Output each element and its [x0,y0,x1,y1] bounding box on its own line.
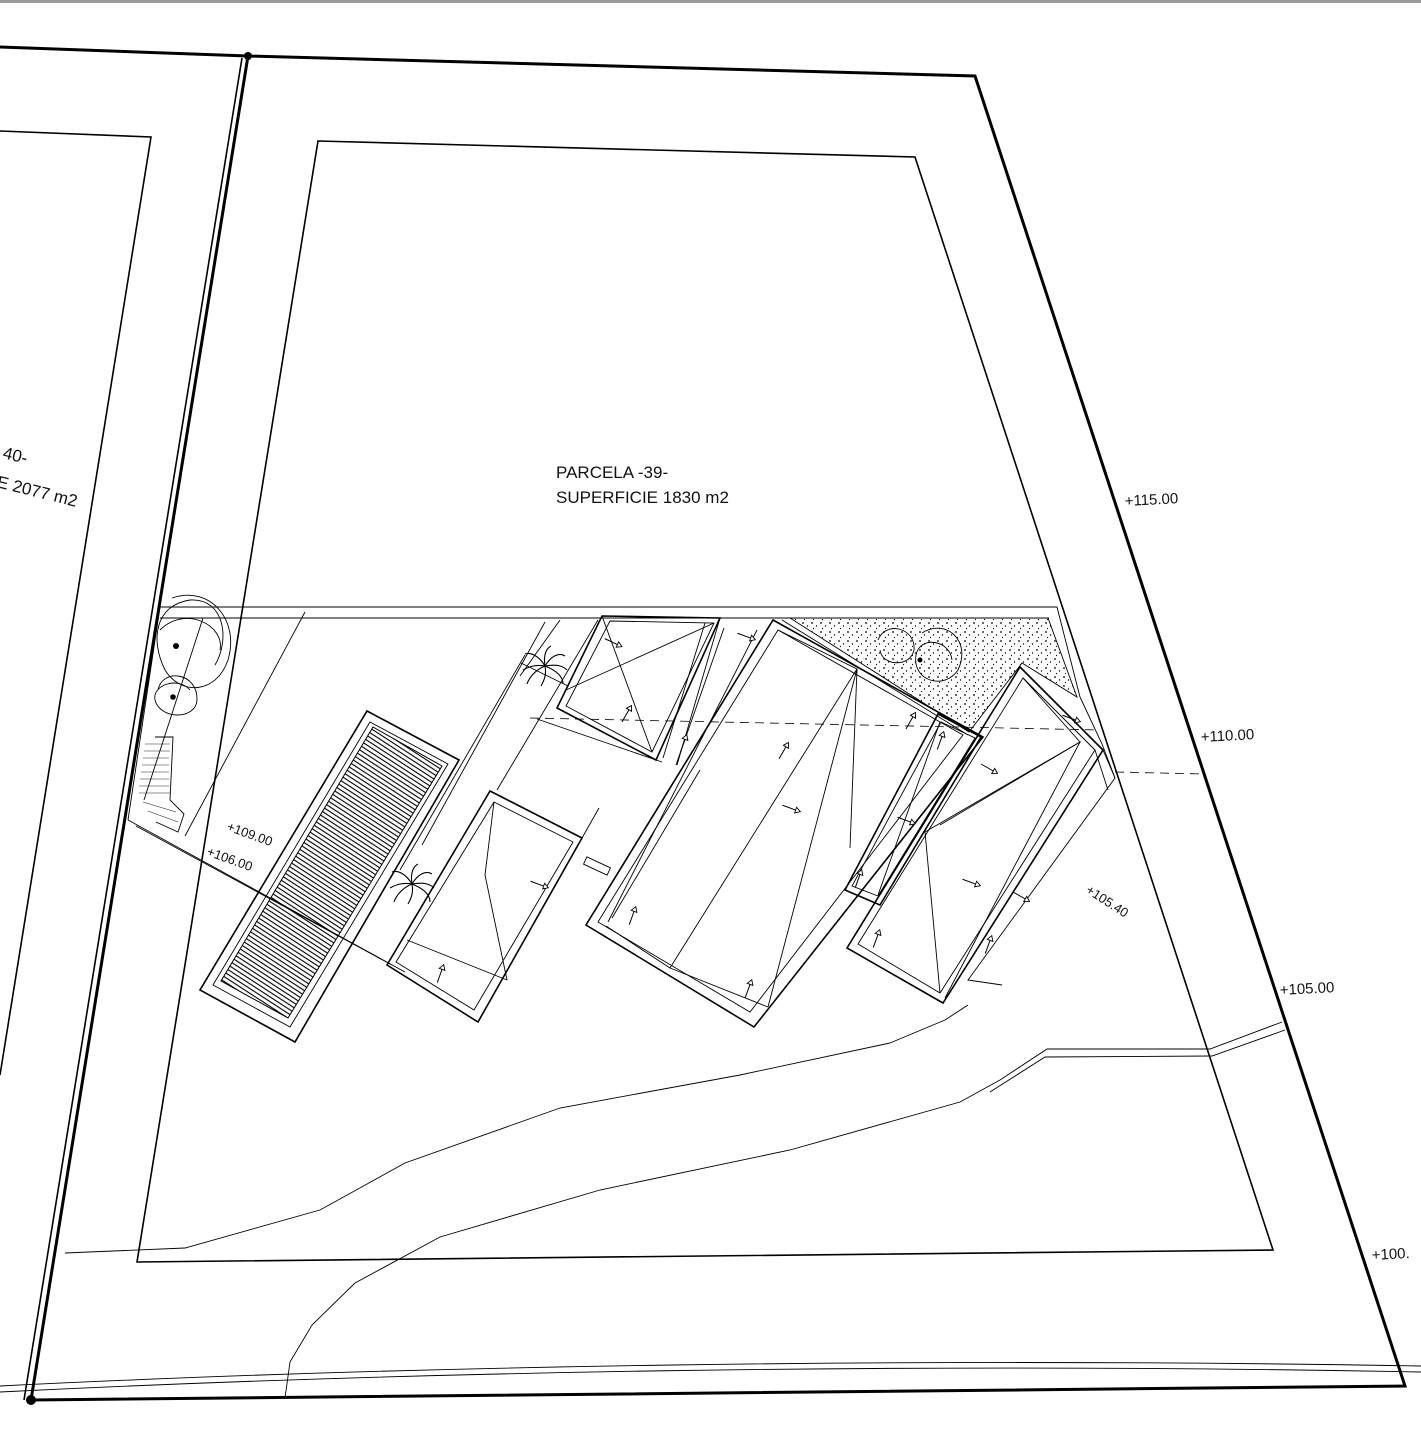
tree-icon [154,675,198,716]
slope-arrow-icon [980,763,999,775]
slope-arrow-icon [872,928,882,948]
building-envelope [127,606,1116,986]
parcel-39-name: PARCELA -39- [556,463,668,482]
tree-icon [156,594,232,689]
level-115: +115.00 [1124,490,1178,510]
level-100: +100. [1371,1245,1410,1264]
slope-arrow-icon [530,880,550,890]
slope-arrow-icon [854,868,864,888]
stairs [139,736,185,833]
slope-arrow-icon [436,963,446,983]
level-109: +109.00 [225,819,275,849]
module-2 [555,615,722,766]
slope-arrow-icon [1012,891,1031,903]
building-setback-line [136,140,1275,1263]
level-110: +110.00 [1200,726,1254,746]
tree-icon [877,627,963,682]
road-edge [0,1362,1421,1393]
slope-arrow-icon [936,730,946,750]
door-marks [582,856,612,876]
pool [198,709,461,1044]
slope-arrow-icon [737,632,757,642]
module-5 [845,665,1116,1005]
slope-arrow-icon [905,711,917,730]
parcel-40-name: 40- [1,443,29,467]
slope-arrow-icon [782,804,802,814]
module-1 [385,619,663,1024]
module-4 [843,712,983,907]
gravel-area [788,617,1078,733]
level-106: +106.00 [205,844,255,874]
slope-arrow-icon [1062,714,1082,724]
roof-slope-arrows [436,632,1082,998]
slope-arrow-icon [604,638,623,648]
section-line [529,717,1206,775]
parcel-40-setback [0,130,152,1076]
slope-arrow-icon [962,878,982,888]
slope-arrow-icon [621,704,633,723]
parcel-40-area: E 2077 m2 [0,472,79,510]
terrain-contours [64,1004,1286,1399]
slope-arrow-icon [984,934,994,954]
slope-arrow-icon [778,741,790,760]
level-105: +105.00 [1279,979,1334,999]
palm-icon [522,645,568,687]
parcel-39-area: SUPERFICIE 1830 m2 [556,488,729,507]
level-105-40: +105.40 [1083,882,1131,920]
parcel-39-boundary [0,45,1408,1405]
palm-icon [389,863,435,905]
slope-arrow-icon [897,816,917,826]
slope-arrow-icon [679,733,689,753]
slope-arrow-icon [628,905,638,925]
slope-arrow-icon [744,978,754,998]
